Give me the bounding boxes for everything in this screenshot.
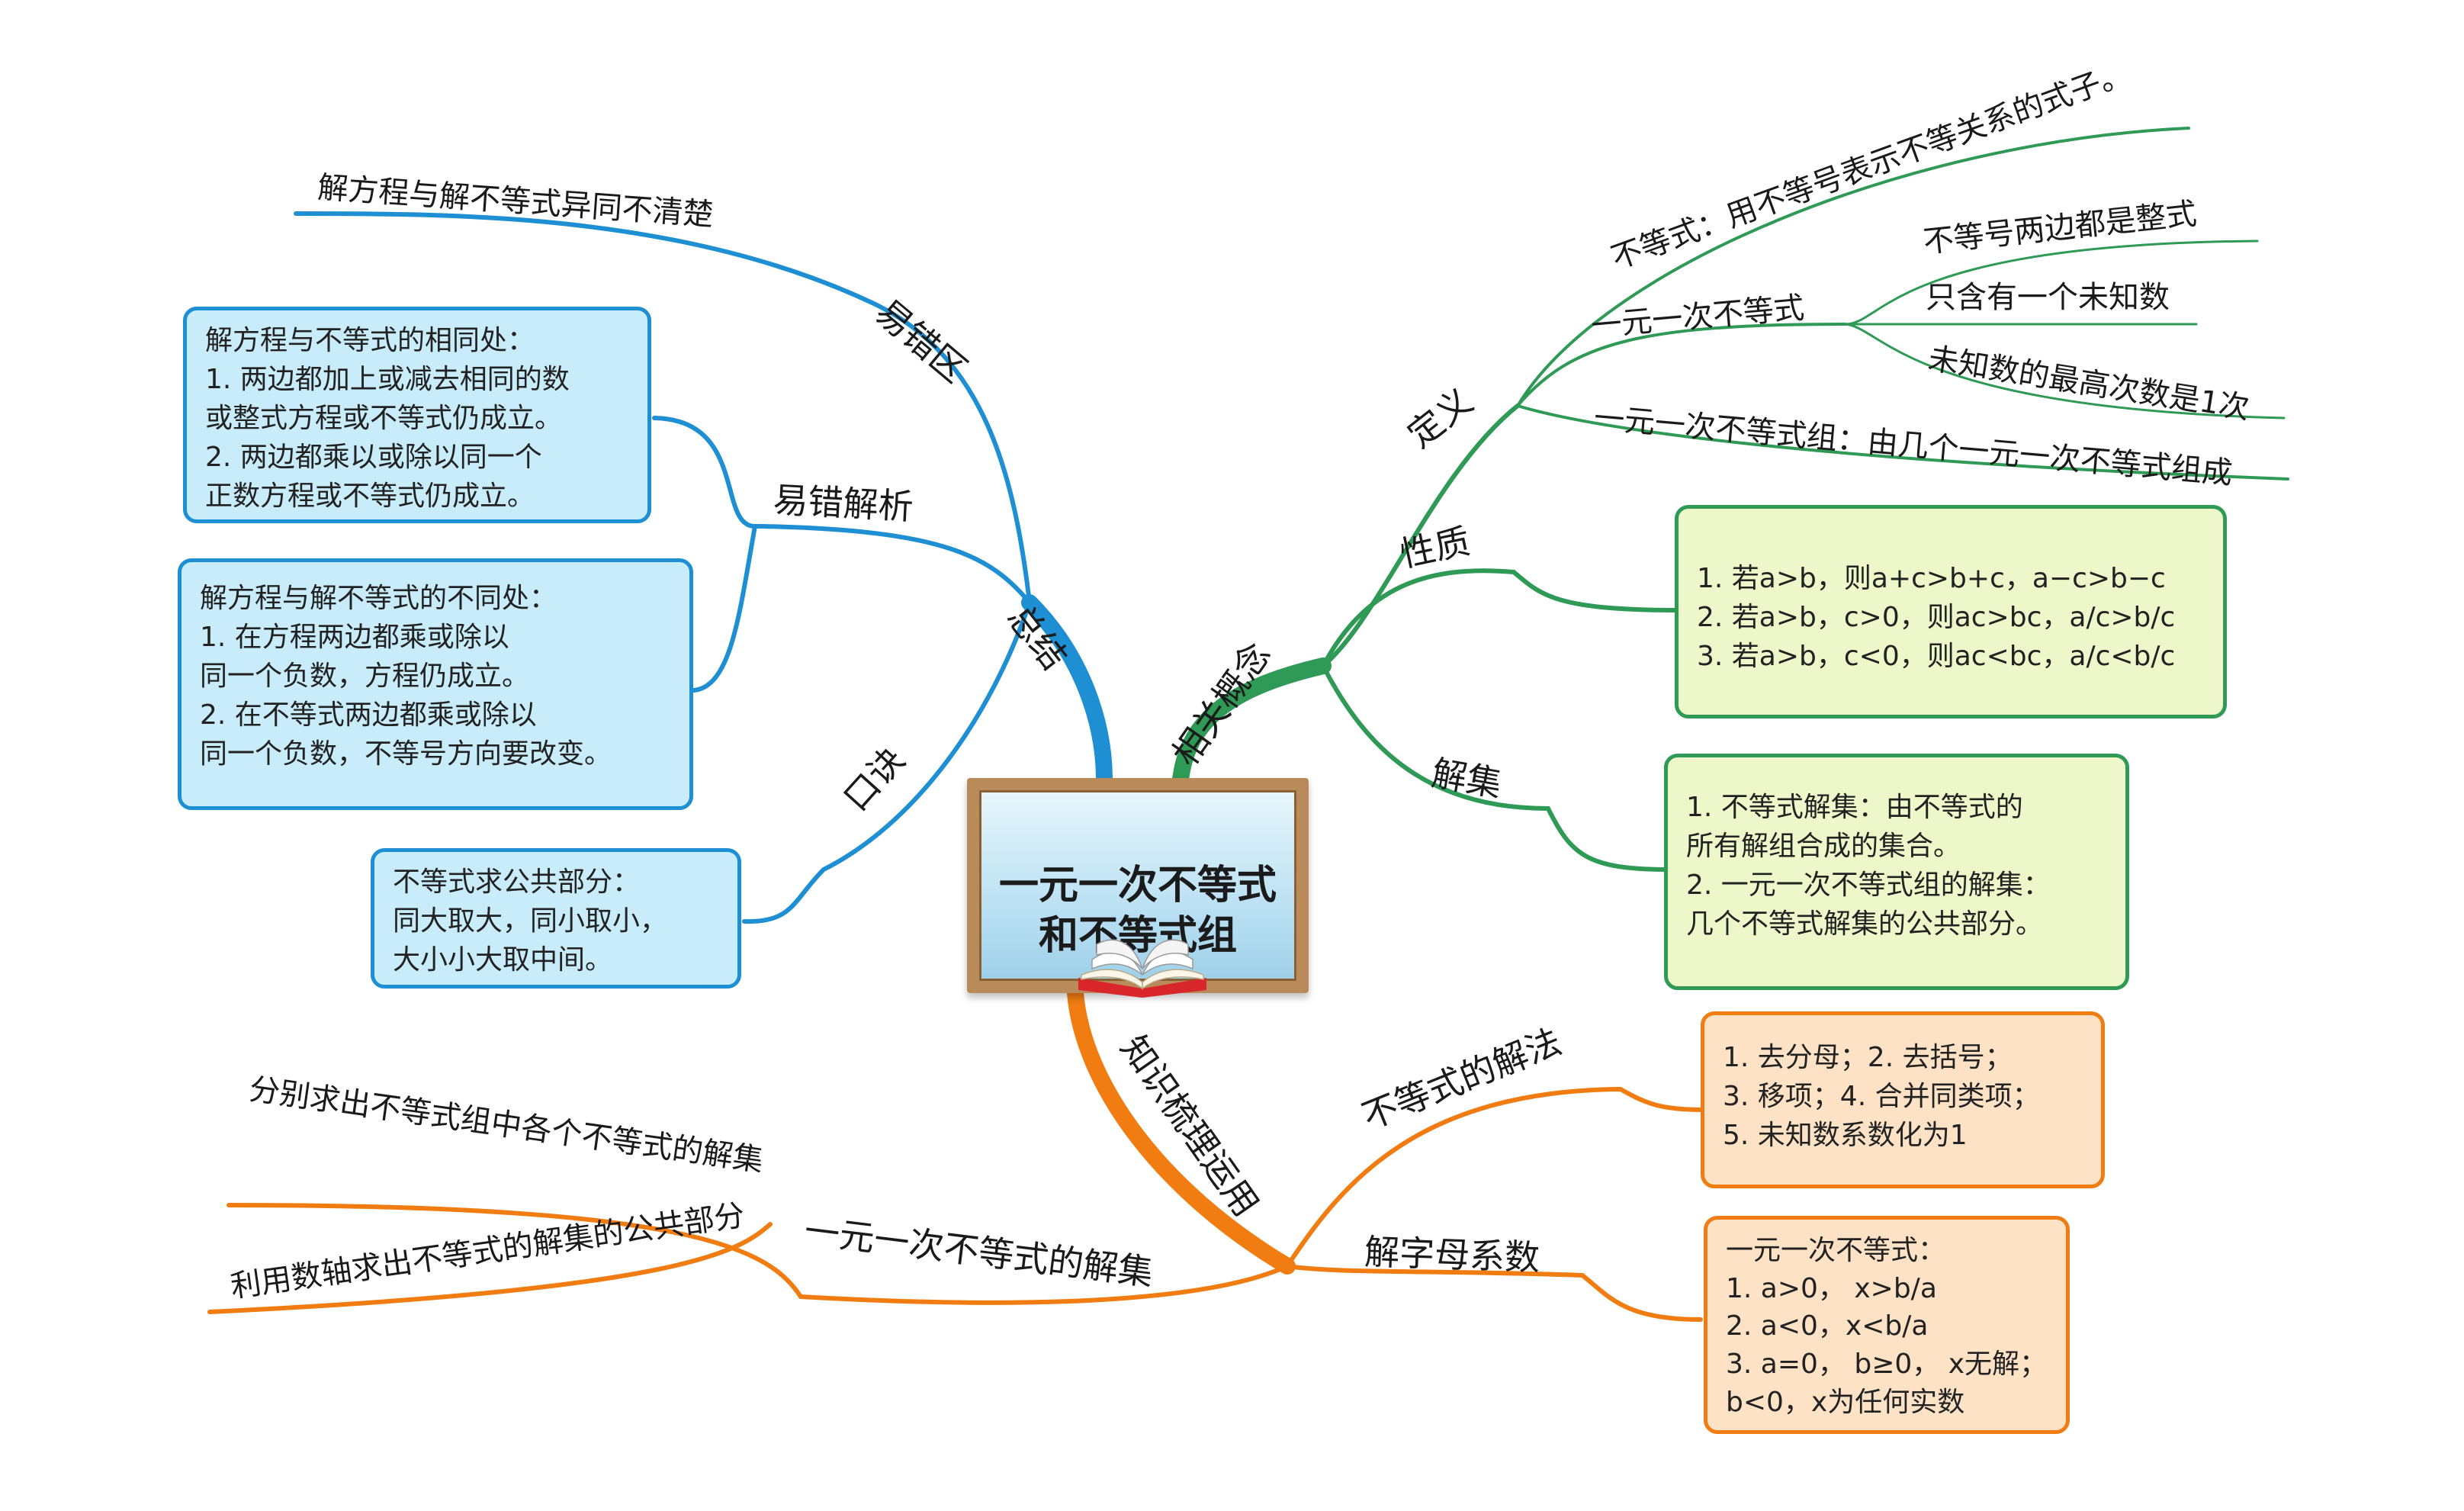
diff-points-line: 1. 在方程两边都乘或除以 bbox=[200, 622, 509, 654]
open-book-icon bbox=[1078, 939, 1206, 998]
mnemonic-line: 大小小大取中间。 bbox=[393, 944, 613, 976]
mnemonic-line: 不等式求公共部分： bbox=[393, 866, 641, 898]
letter-coef-box[interactable]: 一元一次不等式： 1. a>0， x>b/a 2. a<0，x<b/a 3. a… bbox=[1704, 1216, 2070, 1434]
mnemonic-line: 同大取大，同小取小， bbox=[393, 905, 668, 937]
property-line: 2. 若a>b，c>0，则ac>bc，a/c>b/c bbox=[1697, 602, 2176, 634]
linear-item-one-unknown[interactable]: 只含有一个未知数 bbox=[1926, 280, 2170, 315]
solution-set-line: 几个不等式解集的公共部分。 bbox=[1686, 908, 2044, 940]
diff-points-line: 同一个负数，不等号方向要改变。 bbox=[200, 738, 612, 770]
trunk-concepts bbox=[1172, 657, 1332, 788]
solution-set-line: 2. 一元一次不等式组的解集： bbox=[1686, 870, 2051, 902]
letter-coef-line: 3. a=0， b≥0， x无解； bbox=[1726, 1349, 2048, 1381]
diff-points-line: 解方程与解不等式的不同处： bbox=[200, 583, 557, 614]
same-points-box[interactable]: 解方程与不等式的相同处： 1. 两边都加上或减去相同的数 或整式方程或不等式仍成… bbox=[183, 307, 651, 523]
same-points-line: 或整式方程或不等式仍成立。 bbox=[205, 403, 563, 435]
solution-set-line: 所有解组合成的集合。 bbox=[1686, 831, 1961, 863]
letter-coef-line: 1. a>0， x>b/a bbox=[1726, 1272, 1937, 1304]
concepts-links bbox=[1321, 127, 2289, 872]
mnemonic-box[interactable]: 不等式求公共部分： 同大取大，同小取小， 大小小大取中间。 bbox=[371, 848, 741, 989]
trunk-summary bbox=[1021, 594, 1113, 788]
trunk-knowledge bbox=[1067, 985, 1296, 1275]
solving-line: 5. 未知数系数化为1 bbox=[1723, 1120, 1968, 1152]
solving-line: 1. 去分母；2. 去括号； bbox=[1723, 1042, 2013, 1073]
solution-set-line: 1. 不等式解集：由不等式的 bbox=[1686, 792, 2023, 823]
diff-points-line: 同一个负数，方程仍成立。 bbox=[200, 661, 530, 693]
central-title-line1: 一元一次不等式 bbox=[998, 863, 1277, 908]
same-points-line: 解方程与不等式的相同处： bbox=[205, 325, 535, 356]
solving-box[interactable]: 1. 去分母；2. 去括号； 3. 移项；4. 合并同类项； 5. 未知数系数化… bbox=[1701, 1011, 2105, 1188]
same-points-line: 1. 两边都加上或减去相同的数 bbox=[205, 364, 570, 396]
property-line: 3. 若a>b，c<0，则ac<bc，a/c<b/c bbox=[1697, 641, 2176, 673]
letter-coef-line: 一元一次不等式： bbox=[1726, 1235, 1946, 1266]
letter-coef-line: 2. a<0，x<b/a bbox=[1726, 1310, 1929, 1342]
property-line: 1. 若a>b，则a+c>b+c，a−c>b−c bbox=[1697, 563, 2166, 594]
summary-links bbox=[294, 211, 1032, 924]
solving-line: 3. 移项；4. 合并同类项； bbox=[1723, 1081, 2040, 1113]
property-box[interactable]: 1. 若a>b，则a+c>b+c，a−c>b−c 2. 若a>b，c>0，则ac… bbox=[1675, 505, 2227, 719]
letter-coef-line: b<0，x为任何实数 bbox=[1726, 1386, 1965, 1418]
diff-points-line: 2. 在不等式两边都乘或除以 bbox=[200, 699, 537, 731]
knowledge-links bbox=[207, 1086, 1707, 1322]
same-points-line: 2. 两边都乘以或除以同一个 bbox=[205, 442, 542, 474]
solution-set-box[interactable]: 1. 不等式解集：由不等式的 所有解组合成的集合。 2. 一元一次不等式组的解集… bbox=[1664, 754, 2129, 990]
diff-points-box[interactable]: 解方程与解不等式的不同处： 1. 在方程两边都乘或除以 同一个负数，方程仍成立。… bbox=[178, 558, 693, 810]
same-points-line: 正数方程或不等式仍成立。 bbox=[205, 481, 535, 513]
branch-label-letter-coef[interactable]: 解字母系数 bbox=[1364, 1231, 1540, 1278]
branch-label-error-analysis[interactable]: 易错解析 bbox=[772, 479, 914, 528]
branch-label-solution-set[interactable]: 解集 bbox=[1428, 752, 1505, 805]
central-title-line2: 和不等式组 bbox=[1038, 913, 1237, 959]
